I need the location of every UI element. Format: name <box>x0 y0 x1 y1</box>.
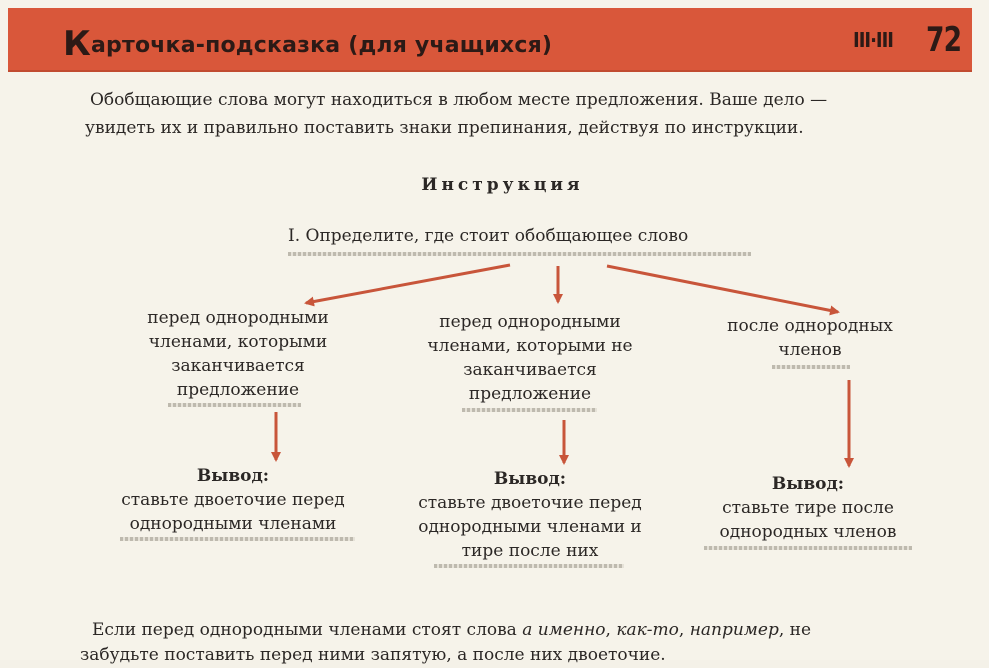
branch-2-underline <box>462 408 597 412</box>
intro-paragraph: Обобщающие слова могут находиться в любо… <box>85 86 960 142</box>
arrow-to-branch-1 <box>304 263 511 307</box>
branch-1-underline <box>168 403 301 407</box>
branch-3-condition: после однородных членов <box>727 316 893 360</box>
instruction-heading: Инструкция <box>421 175 584 195</box>
branch-2-conclusion: Вывод: ставьте двоеточие перед однородны… <box>418 469 642 561</box>
footer-em-2: как-то <box>616 620 679 640</box>
branch-1-conclusion: Вывод: ставьте двоеточие перед однородны… <box>121 466 345 534</box>
branch-2-conclusion-underline <box>434 564 624 568</box>
branch-2-condition: перед однородными членами, которыми не з… <box>427 312 633 404</box>
branch-3-underline <box>772 365 850 369</box>
footer-line-2: забудьте поставить перед ними запятую, а… <box>80 645 666 665</box>
card-code: III·III <box>853 28 894 52</box>
intro-line-2: увидеть их и правильно поставить знаки п… <box>85 118 804 138</box>
step-one: I. Определите, где стоит обобщающее слов… <box>288 226 689 246</box>
branch-3-conclusion-underline <box>704 546 912 550</box>
step-underline <box>288 252 751 256</box>
footer-em-1: а именно <box>522 620 606 640</box>
card-number: 72 <box>926 20 962 60</box>
intro-line-1: Обобщающие слова могут находиться в любо… <box>90 90 828 110</box>
footer-note: Если перед однородными членами стоят сло… <box>80 618 962 668</box>
branch-1-conclusion-underline <box>120 537 355 541</box>
card-title: Карточка-подсказка (для учащихся) <box>63 24 553 64</box>
branch-1-condition: перед однородными членами, которыми зака… <box>147 308 329 400</box>
footer-em-3: например <box>689 620 779 640</box>
branch-3-conclusion: Вывод: ставьте тире после однородных чле… <box>719 474 897 542</box>
arrow-to-branch-3 <box>606 264 840 316</box>
header-bar: Карточка-подсказка (для учащихся) III·II… <box>8 8 972 72</box>
